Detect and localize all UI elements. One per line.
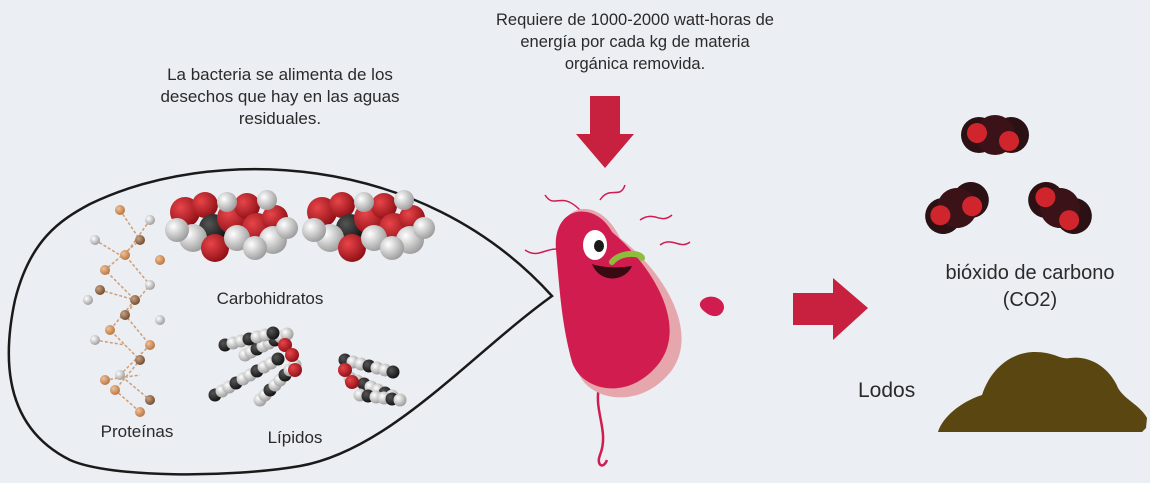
right-arrow-icon bbox=[793, 278, 868, 340]
protein-molecule bbox=[83, 205, 165, 417]
sludge-label: Lodos bbox=[858, 379, 916, 402]
atom bbox=[135, 235, 145, 245]
atom bbox=[278, 338, 292, 352]
atom bbox=[276, 217, 298, 239]
atom bbox=[201, 234, 229, 262]
atom bbox=[380, 236, 404, 260]
atom bbox=[280, 327, 294, 341]
atom bbox=[155, 315, 165, 325]
atom bbox=[100, 265, 110, 275]
atom bbox=[224, 225, 250, 251]
atom bbox=[234, 193, 260, 219]
atom bbox=[110, 385, 120, 395]
atom bbox=[120, 250, 130, 260]
lipids-label: Lípidos bbox=[267, 428, 323, 447]
atom bbox=[285, 348, 299, 362]
atom bbox=[95, 285, 105, 295]
atom bbox=[394, 190, 414, 210]
atom bbox=[1059, 210, 1080, 231]
atom bbox=[338, 363, 352, 377]
detached-fragment bbox=[699, 296, 725, 317]
atom bbox=[1035, 187, 1056, 208]
atom bbox=[105, 325, 115, 335]
sludge-pile bbox=[938, 352, 1147, 432]
atom bbox=[302, 218, 326, 242]
bacterium-character bbox=[524, 184, 725, 467]
atom bbox=[145, 340, 155, 350]
atom bbox=[393, 393, 407, 407]
atom bbox=[135, 355, 145, 365]
atom bbox=[999, 131, 1019, 151]
atom bbox=[354, 192, 374, 212]
atom bbox=[413, 217, 435, 239]
food-blob-outline bbox=[7, 167, 554, 476]
atom bbox=[145, 395, 155, 405]
atom bbox=[115, 205, 125, 215]
carbohydrate-molecule-1 bbox=[165, 190, 298, 262]
atom bbox=[83, 295, 93, 305]
atom bbox=[967, 123, 987, 143]
atom bbox=[100, 375, 110, 385]
atom bbox=[930, 205, 951, 226]
bacteria-feeding-note: La bacteria se alimenta de los desechos … bbox=[160, 65, 400, 128]
atom bbox=[243, 236, 267, 260]
atom bbox=[257, 190, 277, 210]
atom bbox=[130, 295, 140, 305]
carbohydrates-label: Carbohidratos bbox=[216, 289, 324, 308]
proteins-label: Proteínas bbox=[100, 422, 174, 441]
co2-label: bióxido de carbono (CO2) bbox=[945, 262, 1115, 311]
atom bbox=[115, 370, 125, 380]
co2-molecule-right bbox=[1028, 182, 1092, 234]
lipid-molecule-1 bbox=[208, 326, 302, 407]
atom bbox=[338, 234, 366, 262]
atom bbox=[192, 192, 218, 218]
lipid-molecule-2 bbox=[338, 353, 407, 407]
atom bbox=[145, 280, 155, 290]
atom bbox=[386, 365, 400, 379]
atom bbox=[345, 375, 359, 389]
atom bbox=[155, 255, 165, 265]
co2-molecule-top bbox=[961, 115, 1029, 155]
carbohydrate-molecule-2 bbox=[302, 190, 435, 262]
energy-requirement-note: Requiere de 1000-2000 watt-horas de ener… bbox=[496, 11, 774, 73]
co2-molecule-left bbox=[925, 182, 989, 234]
atom bbox=[90, 335, 100, 345]
atom bbox=[271, 352, 285, 366]
atom bbox=[120, 310, 130, 320]
atom bbox=[266, 326, 280, 340]
atom bbox=[288, 363, 302, 377]
atom bbox=[217, 192, 237, 212]
down-arrow-icon bbox=[576, 96, 634, 168]
atom bbox=[371, 193, 397, 219]
atom bbox=[165, 218, 189, 242]
atom bbox=[90, 235, 100, 245]
atom bbox=[329, 192, 355, 218]
atom bbox=[135, 407, 145, 417]
atom bbox=[962, 196, 983, 217]
atom bbox=[361, 225, 387, 251]
atom bbox=[145, 215, 155, 225]
